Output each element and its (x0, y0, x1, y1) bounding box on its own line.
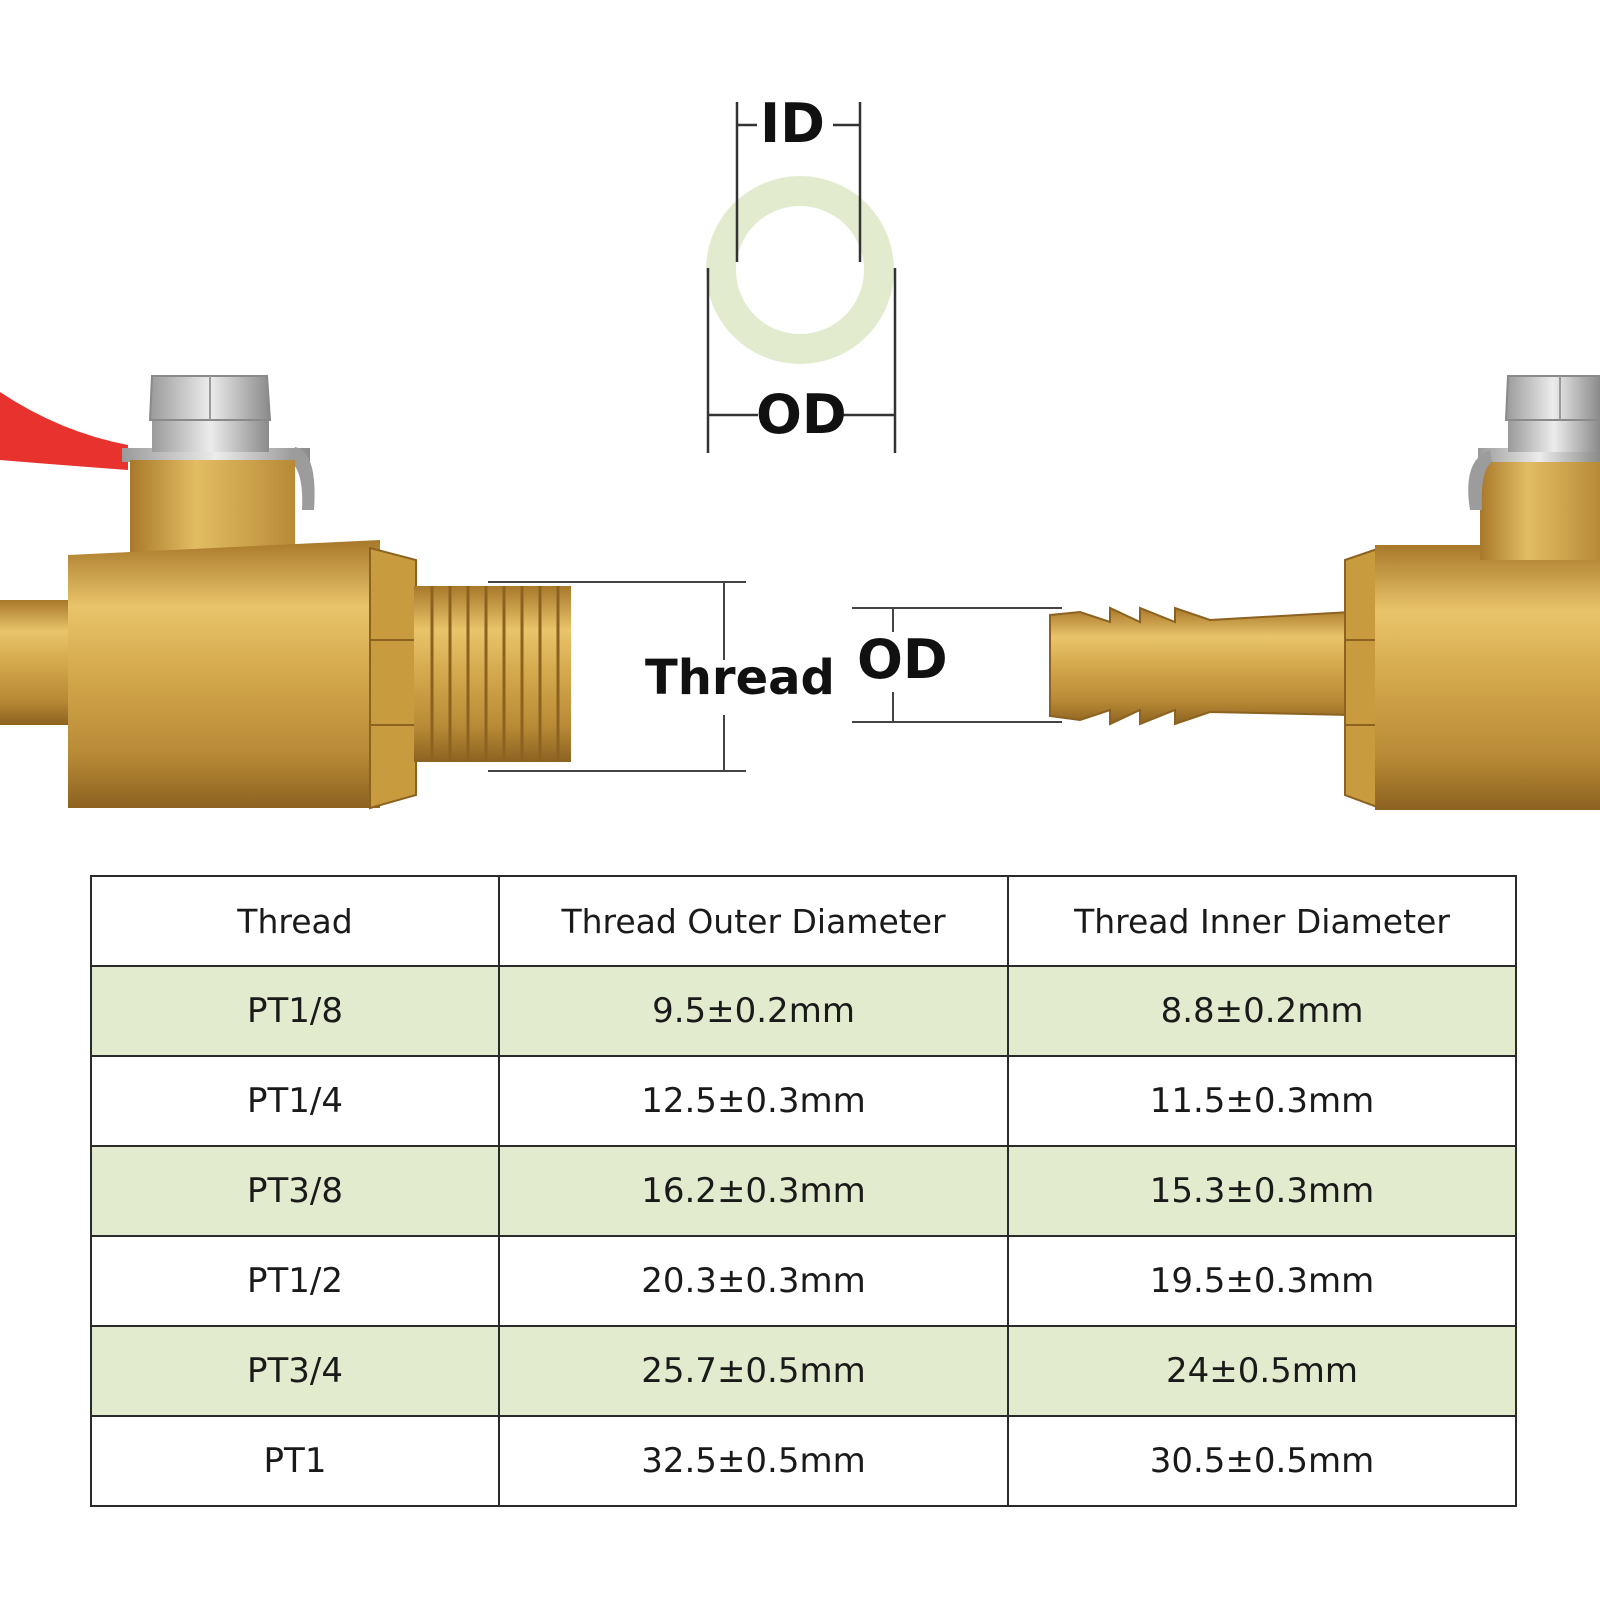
cell-inner-diameter: 19.5±0.3mm (1007, 1235, 1517, 1327)
cell-thread: PT1/2 (90, 1235, 500, 1327)
barb-od-label: OD (857, 628, 948, 691)
header-outer-diameter: Thread Outer Diameter (498, 875, 1009, 967)
barb-od-dimension (852, 607, 1062, 723)
cell-inner-diameter: 11.5±0.3mm (1007, 1055, 1517, 1147)
id-label: ID (760, 92, 825, 155)
table-row: PT1/2 20.3±0.3mm 19.5±0.3mm (90, 1235, 1517, 1327)
cell-outer-diameter: 9.5±0.2mm (498, 965, 1009, 1057)
cell-inner-diameter: 15.3±0.3mm (1007, 1145, 1517, 1237)
cell-outer-diameter: 25.7±0.5mm (498, 1325, 1009, 1417)
cell-thread: PT3/8 (90, 1145, 500, 1237)
cell-thread: PT1/4 (90, 1055, 500, 1147)
cell-inner-diameter: 8.8±0.2mm (1007, 965, 1517, 1057)
thread-spec-table: Thread Thread Outer Diameter Thread Inne… (90, 875, 1517, 1507)
cell-outer-diameter: 12.5±0.3mm (498, 1055, 1009, 1147)
table-row: PT3/4 25.7±0.5mm 24±0.5mm (90, 1325, 1517, 1417)
header-thread: Thread (90, 875, 500, 967)
cell-thread: PT1 (90, 1415, 500, 1507)
cell-thread: PT3/4 (90, 1325, 500, 1417)
cell-inner-diameter: 24±0.5mm (1007, 1325, 1517, 1417)
left-valve-image (0, 375, 571, 810)
cell-thread: PT1/8 (90, 965, 500, 1057)
ring-diagram (706, 102, 897, 453)
cell-outer-diameter: 16.2±0.3mm (498, 1145, 1009, 1237)
table-row: PT1/8 9.5±0.2mm 8.8±0.2mm (90, 965, 1517, 1057)
product-diagram (0, 102, 1600, 810)
table-row: PT1 32.5±0.5mm 30.5±0.5mm (90, 1415, 1517, 1507)
ring-od-label: OD (756, 383, 847, 446)
thread-label: Thread (645, 650, 835, 706)
table-header-row: Thread Thread Outer Diameter Thread Inne… (90, 875, 1517, 967)
ring-shape (706, 176, 894, 364)
thread-dimension (488, 581, 746, 772)
cell-outer-diameter: 20.3±0.3mm (498, 1235, 1009, 1327)
table-row: PT1/4 12.5±0.3mm 11.5±0.3mm (90, 1055, 1517, 1147)
cell-inner-diameter: 30.5±0.5mm (1007, 1415, 1517, 1507)
cell-outer-diameter: 32.5±0.5mm (498, 1415, 1009, 1507)
right-valve-image (1049, 375, 1600, 810)
header-inner-diameter: Thread Inner Diameter (1007, 875, 1517, 967)
table-row: PT3/8 16.2±0.3mm 15.3±0.3mm (90, 1145, 1517, 1237)
